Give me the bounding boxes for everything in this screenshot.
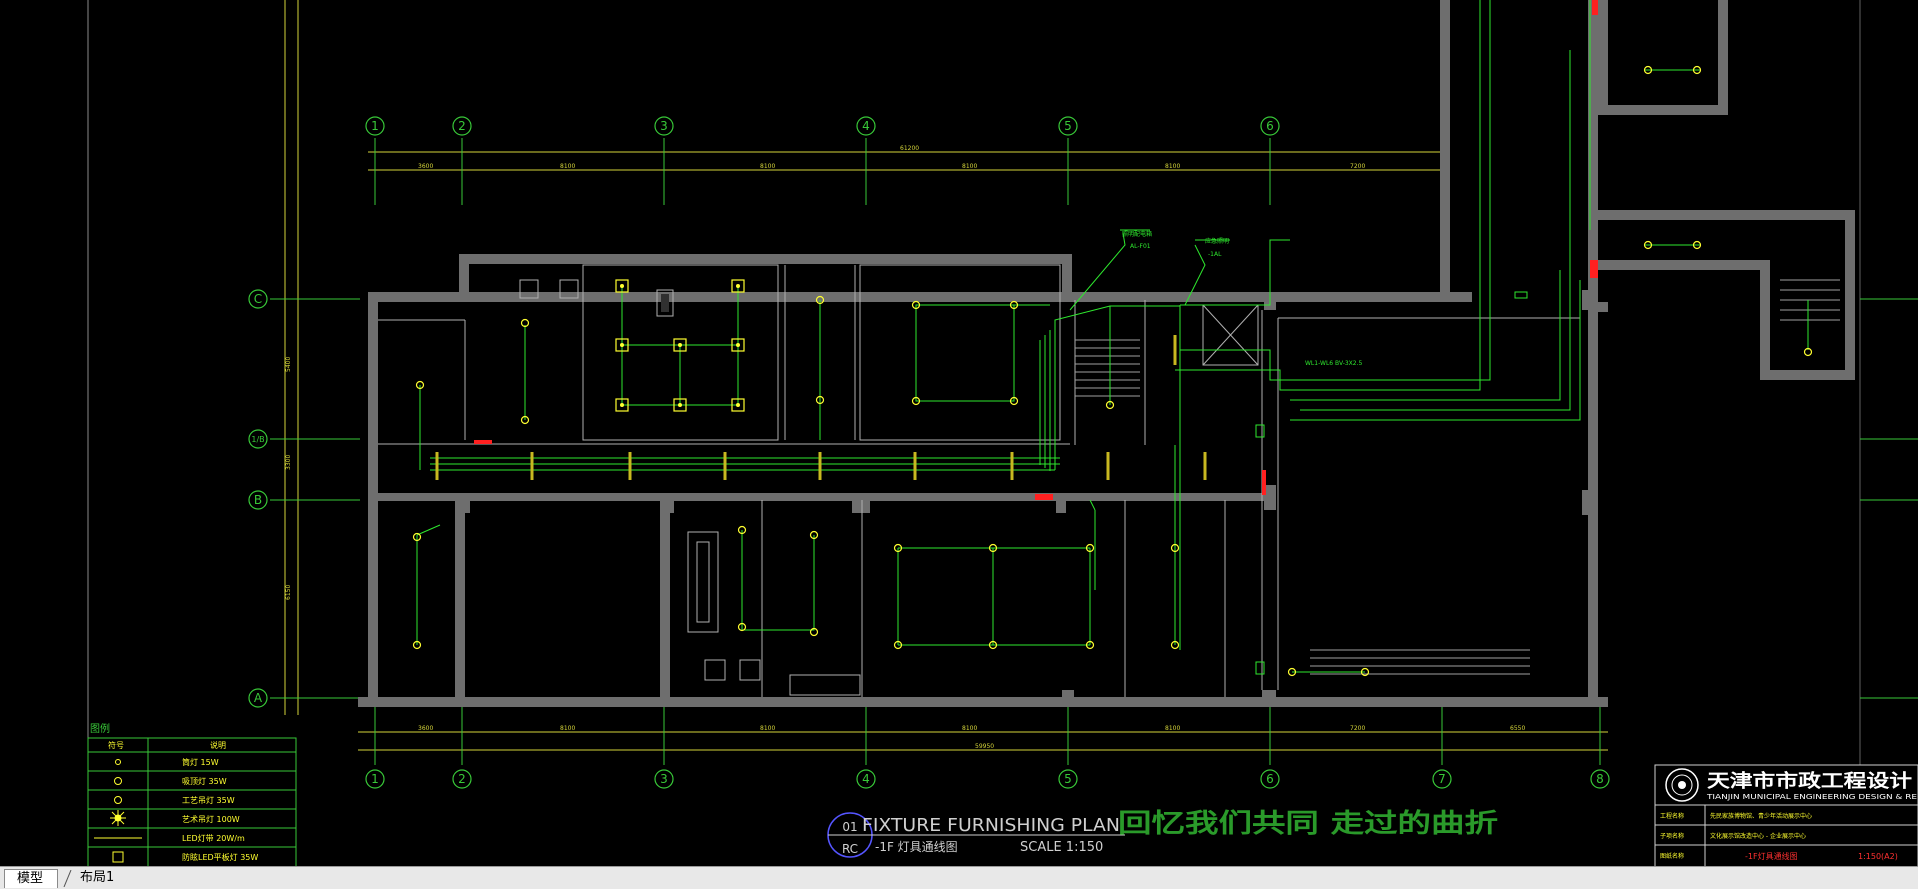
legend-item: LED灯带 20W/m (182, 833, 245, 843)
tab-model[interactable]: 模型 (4, 869, 59, 888)
titleblock-label: 图纸名称 (1660, 852, 1684, 860)
grid-row-b: B (254, 493, 262, 507)
company-name-en: TIANJIN MUNICIPAL ENGINEERING DESIGN & R… (1706, 793, 1917, 801)
tab-separator-icon (63, 870, 72, 887)
svg-text:3600: 3600 (418, 725, 433, 732)
drawing-code: RC (842, 842, 858, 856)
grid-col-top-1: 1 (371, 119, 379, 133)
svg-text:8100: 8100 (962, 163, 977, 170)
legend-item: 筒灯 15W (182, 757, 219, 767)
title-block: 天津市市政工程设计 TIANJIN MUNICIPAL ENGINEERING … (1654, 764, 1918, 868)
company-name-cn: 天津市市政工程设计 (1707, 770, 1912, 792)
svg-text:8100: 8100 (560, 725, 575, 732)
svg-text:6150: 6150 (285, 585, 292, 600)
downlight-icon (115, 759, 121, 765)
grid-col-bottom-4: 4 (862, 772, 870, 786)
svg-text:61200: 61200 (900, 145, 919, 152)
legend-item: 吸顶灯 35W (182, 776, 227, 786)
titleblock-value: 先民家族博物馆、青少年活动展示中心 (1710, 812, 1812, 820)
drawing-title-block: 01 RC FIXTURE FURNISHING PLAN -1F 灯具通线图 … (827, 812, 1125, 858)
legend-header-desc: 说明 (210, 740, 226, 750)
titleblock-value: 文化展示馆改造中心 - 企业展示中心 (1710, 832, 1806, 840)
titleblock-drawing-name: -1F灯具通线图 (1745, 851, 1798, 861)
svg-text:7200: 7200 (1350, 163, 1365, 170)
tab-layout1[interactable]: 布局1 (80, 870, 115, 885)
grid-col-top-6: 6 (1266, 119, 1274, 133)
legend-title: 图例 (90, 722, 110, 735)
drawing-scale: SCALE 1:150 (1020, 840, 1103, 855)
ceiling-light-icon (114, 777, 122, 785)
panel-light-icon (112, 851, 124, 863)
svg-text:3600: 3600 (418, 163, 433, 170)
legend-header-symbol: 符号 (108, 740, 124, 750)
grid-col-bottom-3: 3 (660, 772, 668, 786)
drawing-title-cn: -1F 灯具通线图 (875, 840, 958, 854)
legend-item: 工艺吊灯 35W (182, 795, 235, 805)
drawing-title-en: FIXTURE FURNISHING PLAN (862, 815, 1120, 836)
grid-col-bottom-7: 7 (1438, 772, 1446, 786)
grid-col-bottom-6: 6 (1266, 772, 1274, 786)
svg-text:照明配电箱: 照明配电箱 (1122, 230, 1152, 238)
drawing-canvas[interactable]: 3600 8100 8100 8100 8100 7200 61200 3600 8100… (0, 0, 1918, 868)
svg-text:8100: 8100 (1165, 725, 1180, 732)
titleblock-scale: 1:150(A2) (1858, 852, 1898, 861)
grid-col-bottom-8: 8 (1596, 772, 1604, 786)
titleblock-label: 工程名称 (1660, 812, 1684, 820)
grid-col-bottom-2: 2 (458, 772, 466, 786)
grid-col-top-4: 4 (862, 119, 870, 133)
layout-tab-bar: 模型 布局1 (0, 866, 1918, 889)
svg-text:AL-F01: AL-F01 (1130, 243, 1151, 250)
grid-row-c: C (254, 292, 262, 306)
drawing-number: 01 (842, 820, 857, 834)
svg-text:8100: 8100 (1165, 163, 1180, 170)
svg-text:5400: 5400 (285, 357, 292, 372)
svg-text:应急照明: 应急照明 (1205, 237, 1229, 245)
grid-row-a: A (254, 691, 263, 705)
grid-col-bottom-1: 1 (371, 772, 379, 786)
grid-col-bottom-5: 5 (1064, 772, 1072, 786)
svg-text:59950: 59950 (975, 743, 994, 750)
svg-text:WL1-WL6 BV-3X2.5: WL1-WL6 BV-3X2.5 (1305, 360, 1363, 367)
watermark-text: 回忆我们共同 走过的曲折 (1118, 808, 1498, 839)
legend-item: 防眩LED平板灯 35W (182, 852, 258, 862)
svg-text:8100: 8100 (962, 725, 977, 732)
grid-row-1b: 1/B (251, 435, 264, 444)
grid-col-top-3: 3 (660, 119, 668, 133)
legend-item: 艺术吊灯 100W (182, 814, 240, 824)
legend-table: 图例 符号 说明 筒灯 15W 吸顶灯 35W 工艺吊灯 35W 艺术吊灯 10… (87, 722, 297, 868)
svg-text:6550: 6550 (1510, 725, 1525, 732)
grid-col-top-5: 5 (1064, 119, 1072, 133)
company-logo-icon (1665, 768, 1699, 802)
svg-text:8100: 8100 (760, 725, 775, 732)
svg-text:7200: 7200 (1350, 725, 1365, 732)
art-chandelier-icon (110, 810, 126, 826)
pendant-light-icon (114, 796, 122, 804)
svg-text:3300: 3300 (285, 455, 292, 470)
svg-text:8100: 8100 (560, 163, 575, 170)
grid-col-top-2: 2 (458, 119, 466, 133)
svg-text:8100: 8100 (760, 163, 775, 170)
svg-text:-1AL: -1AL (1208, 251, 1222, 258)
titleblock-label: 子项名称 (1660, 832, 1684, 840)
cad-drawing[interactable]: 3600 8100 8100 8100 8100 7200 61200 3600 8100… (0, 0, 1918, 868)
